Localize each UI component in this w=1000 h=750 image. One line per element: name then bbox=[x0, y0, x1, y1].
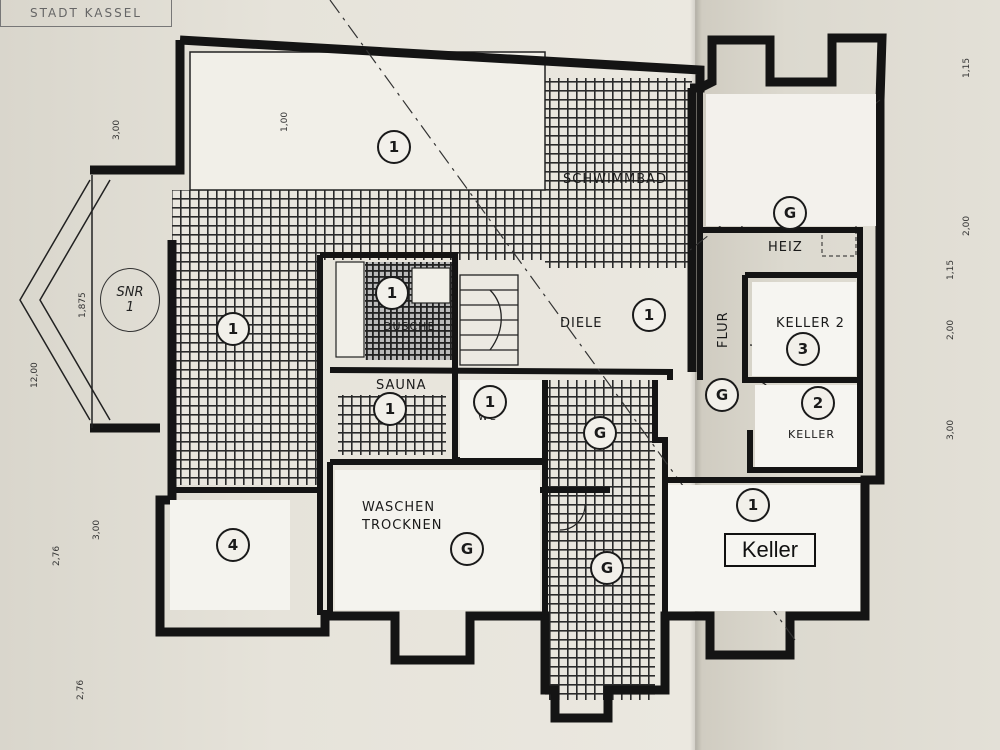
room-label-waschen: WASCHEN bbox=[362, 500, 436, 515]
tiled-floor-left-room bbox=[172, 240, 320, 485]
dimension-right-5: 3,00 bbox=[946, 419, 956, 440]
side-annex bbox=[19, 175, 111, 428]
staircase bbox=[459, 274, 519, 366]
dimension-d2: 1,875 bbox=[78, 292, 88, 318]
snr-line-2: 1 bbox=[125, 300, 135, 315]
snr-line-1: SNR bbox=[116, 285, 144, 300]
marker-diele: 1 bbox=[632, 298, 666, 332]
marker-left-room: 1 bbox=[216, 312, 250, 346]
room-label-heiz: HEIZ bbox=[768, 240, 803, 255]
dimension-right-4: 1,15 bbox=[946, 259, 956, 280]
marker-heiz: G bbox=[773, 196, 807, 230]
marker-keller-2: 3 bbox=[786, 332, 820, 366]
keller-tag: Keller bbox=[724, 533, 816, 567]
marker-flur: G bbox=[705, 378, 739, 412]
dimension-d6: 1,00 bbox=[280, 111, 290, 132]
room-label-dusche: DUSCHE bbox=[383, 320, 436, 333]
room-label-keller-2: KELLER 2 bbox=[776, 316, 845, 331]
room-label-keller: KELLER bbox=[788, 428, 836, 441]
room-label-trocknen: TROCKNEN bbox=[362, 518, 443, 533]
city-stamp: STADT KASSEL bbox=[0, 0, 172, 27]
room-label-schwimmbad: SCHWIMMBAD bbox=[563, 172, 668, 187]
marker-sauna: 1 bbox=[373, 392, 407, 426]
marker-pool: 1 bbox=[377, 130, 411, 164]
dimension-d3: 3,00 bbox=[92, 519, 102, 540]
room-label-flur: FLUR bbox=[716, 311, 731, 348]
marker-corridor-lower: G bbox=[590, 551, 624, 585]
dimension-d1: 3,00 bbox=[112, 119, 122, 140]
room-label-sauna: SAUNA bbox=[376, 378, 427, 393]
marker-keller-main: 1 bbox=[736, 488, 770, 522]
dimension-right-2: 2,00 bbox=[962, 215, 972, 236]
sauna-bench bbox=[411, 267, 451, 304]
room-label-diele: DIELE bbox=[560, 316, 603, 331]
snr-annotation: SNR 1 bbox=[100, 268, 160, 332]
laundry-room-floor bbox=[335, 470, 540, 610]
shower-stall bbox=[335, 261, 365, 358]
marker-corridor-upper: G bbox=[583, 416, 617, 450]
marker-wc: 1 bbox=[473, 385, 507, 419]
marker-keller: 2 bbox=[801, 386, 835, 420]
dimension-right-3: 2,00 bbox=[946, 319, 956, 340]
tiled-floor-pool-deck bbox=[545, 78, 692, 268]
dimension-d5: 2,76 bbox=[76, 679, 86, 700]
marker-store: 4 bbox=[216, 528, 250, 562]
marker-dusche: 1 bbox=[375, 276, 409, 310]
dimension-d4: 2,76 bbox=[52, 545, 62, 566]
dimension-right-1: 1,15 bbox=[962, 57, 972, 78]
pool-basin bbox=[189, 51, 546, 191]
walls bbox=[90, 33, 887, 723]
interior-walls-top bbox=[172, 227, 865, 493]
marker-waschen: G bbox=[450, 532, 484, 566]
dimension-left-total: 12,00 bbox=[30, 362, 40, 388]
